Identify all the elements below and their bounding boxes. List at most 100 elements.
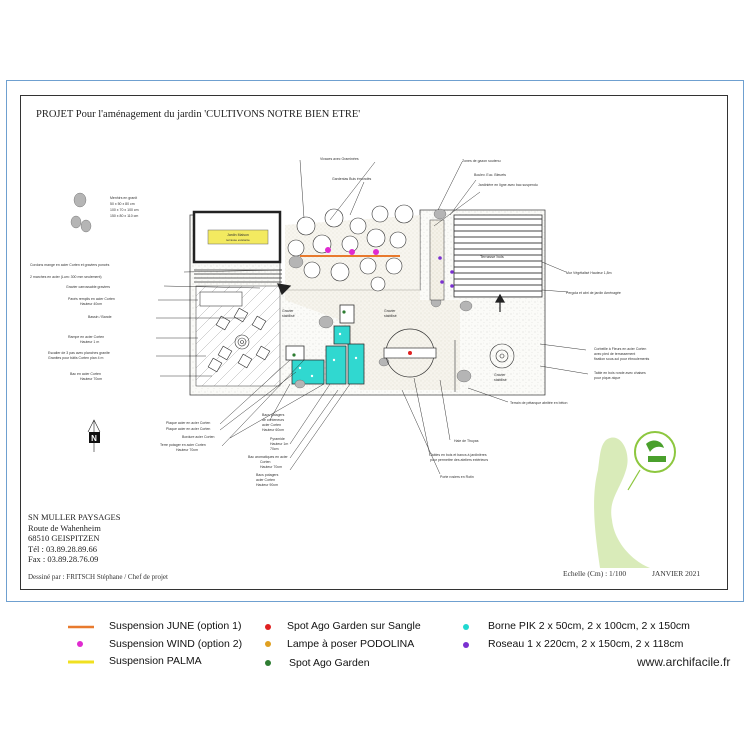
company-street: Route de Wahenheim bbox=[28, 522, 101, 533]
label-gardenias: Gardenias Buis émondés bbox=[332, 177, 372, 181]
label-plaque-1: Plaque acier en acier Corten bbox=[166, 421, 210, 425]
label-boulev: Boulev. Euc. Bleuets bbox=[474, 173, 506, 177]
label-porte-rosiers: Porte rosiers en Rotin bbox=[440, 475, 474, 479]
svg-text:acier Corten: acier Corten bbox=[256, 478, 275, 482]
svg-text:Hauteur 70cm: Hauteur 70cm bbox=[176, 448, 198, 452]
arrows bbox=[277, 283, 506, 312]
label-zones-gazon: Zones de gazon soutenu bbox=[462, 159, 501, 163]
rocks bbox=[70, 192, 473, 389]
legend-symbol-podolina bbox=[265, 641, 271, 647]
legend-item-roseau: Roseau 1 x 220cm, 2 x 150cm, 2 x 118cm bbox=[488, 638, 684, 650]
svg-text:2 marches en acier (Lum: 300 m: 2 marches en acier (Lum: 300 mm seulemen… bbox=[30, 275, 102, 279]
jardiniere bbox=[429, 219, 445, 301]
company-fax: Fax : 03.89.28.76.09 bbox=[28, 554, 99, 564]
label-vivaces: Vivaces avec Graminées bbox=[320, 157, 359, 161]
terrasse-bois bbox=[453, 214, 543, 298]
watermark[interactable]: www.archifacile.fr bbox=[637, 655, 731, 669]
svg-text:avec pied de terrassement: avec pied de terrassement bbox=[594, 352, 635, 356]
legend-item-palma: Suspension PALMA bbox=[109, 655, 202, 667]
label-pergola: Pergola et abri de jardin Aménagée bbox=[566, 291, 621, 295]
trees bbox=[287, 204, 414, 292]
legend-symbol-spot-sangle bbox=[265, 624, 271, 630]
company-logo bbox=[594, 431, 676, 568]
legend-item-podolina: Lampe à poser PODOLINA bbox=[287, 638, 415, 650]
label-haie: Haie de Thuyas bbox=[454, 439, 479, 443]
label-bordure: Bordure acier Corten bbox=[182, 435, 215, 439]
project-title: PROJET Pour l'aménagement du jardin 'CUL… bbox=[36, 109, 361, 120]
company-tel: Tél : 03.89.28.89.66 bbox=[28, 543, 97, 554]
podolina-dots bbox=[408, 351, 412, 355]
bassin bbox=[199, 291, 243, 307]
label-bacs-potagers-2: Bacs potagers bbox=[256, 473, 279, 477]
house-label-bar bbox=[207, 229, 269, 245]
legend-symbol-spot bbox=[265, 660, 271, 666]
designer-line: Dessiné par : FRITSCH Stéphane / Chef de… bbox=[28, 573, 168, 581]
label-escalier: Escalier de 3 pas avec planches granite bbox=[48, 351, 110, 355]
label-terre-potager: Terre potager en acier Corten bbox=[160, 443, 206, 447]
gravel-zone bbox=[285, 215, 460, 390]
scale-line: Echelle (Cm) : 1/100 bbox=[563, 569, 627, 578]
svg-text:100 x 70 x 100 cm: 100 x 70 x 100 cm bbox=[110, 208, 139, 212]
fountain-spiral bbox=[234, 334, 250, 350]
svg-text:Hauteur 90cm: Hauteur 90cm bbox=[256, 483, 278, 487]
svg-text:pour pique-nique: pour pique-nique bbox=[594, 376, 620, 380]
spot-green bbox=[292, 310, 346, 357]
legend-item-spot: Spot Ago Garden bbox=[289, 657, 370, 669]
company-block: SN MULLER PAYSAGES Route de Wahenheim 68… bbox=[28, 512, 120, 565]
label-menhirs: Menhirs en granit bbox=[110, 196, 137, 200]
svg-text:Hauteur 70cm: Hauteur 70cm bbox=[260, 465, 282, 469]
svg-text:70cm: 70cm bbox=[270, 447, 279, 451]
label-plaque-2: Plaque acier en acier Corten bbox=[166, 427, 210, 431]
legend-item-spot-sangle: Spot Ago Garden sur Sangle bbox=[287, 620, 421, 632]
label-rampe: Rampe en acier Corten bbox=[68, 335, 104, 339]
terrace-furniture bbox=[207, 307, 271, 373]
stairs bbox=[194, 269, 282, 283]
label-pyramide: Pyramide bbox=[270, 437, 285, 441]
label-cordons: Cordons mange en acier Corten et gravier… bbox=[30, 263, 110, 267]
label-table-ronde: Table en bois ronde avec chaises bbox=[594, 371, 646, 375]
plan-text: Vivaces avec Graminées Gardenias Buis ém… bbox=[30, 157, 650, 487]
svg-text:de conteneurs: de conteneurs bbox=[262, 418, 284, 422]
legend-symbol-roseau bbox=[463, 642, 469, 648]
svg-text:50 x 50 x 80 cm: 50 x 50 x 80 cm bbox=[110, 202, 135, 206]
label-bac-corten: Bac en acier Corten bbox=[70, 372, 101, 376]
label-gravier-2: Gravier bbox=[384, 309, 396, 313]
leader-lines bbox=[156, 159, 589, 475]
label-bassin: Bassin / Bande bbox=[88, 315, 112, 319]
label-gravier-3: Gravier bbox=[494, 373, 506, 377]
label-bac-aromatiques: Bac aromatiques en acier bbox=[248, 455, 289, 459]
legend-item-borne: Borne PIK 2 x 50cm, 2 x 100cm, 2 x 150cm bbox=[488, 620, 690, 632]
pétanque-circle bbox=[489, 343, 515, 369]
svg-text:Hauteur 60cm: Hauteur 60cm bbox=[262, 428, 284, 432]
date-line: JANVIER 2021 bbox=[652, 569, 701, 578]
svg-text:Corten: Corten bbox=[260, 460, 271, 464]
legend-symbol-wind bbox=[77, 641, 83, 647]
svg-text:Hauteur 1 m: Hauteur 1 m bbox=[80, 340, 99, 344]
legend-item-wind: Suspension WIND (option 2) bbox=[109, 638, 243, 650]
svg-text:stabilisé: stabilisé bbox=[282, 314, 295, 318]
label-terrain: Terrain de pétanque abritée en béton bbox=[510, 401, 567, 405]
plan-inner-border bbox=[20, 95, 728, 590]
svg-text:pour permettre des ateliers ex: pour permettre des ateliers extérieurs bbox=[430, 458, 488, 462]
svg-text:fixation sous-sol pour ébroule: fixation sous-sol pour ébroulements bbox=[594, 357, 650, 361]
svg-text:acier Corten: acier Corten bbox=[262, 423, 281, 427]
svg-text:Jardin Maison: Jardin Maison bbox=[227, 233, 249, 237]
label-tables-bois: Tables en bois et bancs à jardinières bbox=[430, 453, 487, 457]
legend-item-june: Suspension JUNE (option 1) bbox=[109, 620, 242, 632]
svg-text:stabilisé: stabilisé bbox=[494, 378, 507, 382]
company-name: SN MULLER PAYSAGES bbox=[28, 512, 121, 522]
label-mur: Mur Végétalisé Hauteur 1,8m bbox=[566, 271, 612, 275]
legend-symbol-borne bbox=[463, 624, 469, 630]
svg-text:Hauteur 40cm: Hauteur 40cm bbox=[80, 302, 102, 306]
svg-text:Hauteur 1m: Hauteur 1m bbox=[270, 442, 288, 446]
north-label: N bbox=[91, 434, 97, 443]
svg-text:150 x 80 x 110 cm: 150 x 80 x 110 cm bbox=[110, 214, 138, 218]
label-gravier-1: Gravier bbox=[282, 309, 294, 313]
svg-text:stabilisé: stabilisé bbox=[384, 314, 397, 318]
borne-dots bbox=[298, 332, 358, 378]
svg-text:terrasse existante: terrasse existante bbox=[226, 238, 250, 242]
corten-beds bbox=[285, 304, 365, 385]
label-terrasse-bois: Terrasse bois bbox=[480, 254, 504, 259]
